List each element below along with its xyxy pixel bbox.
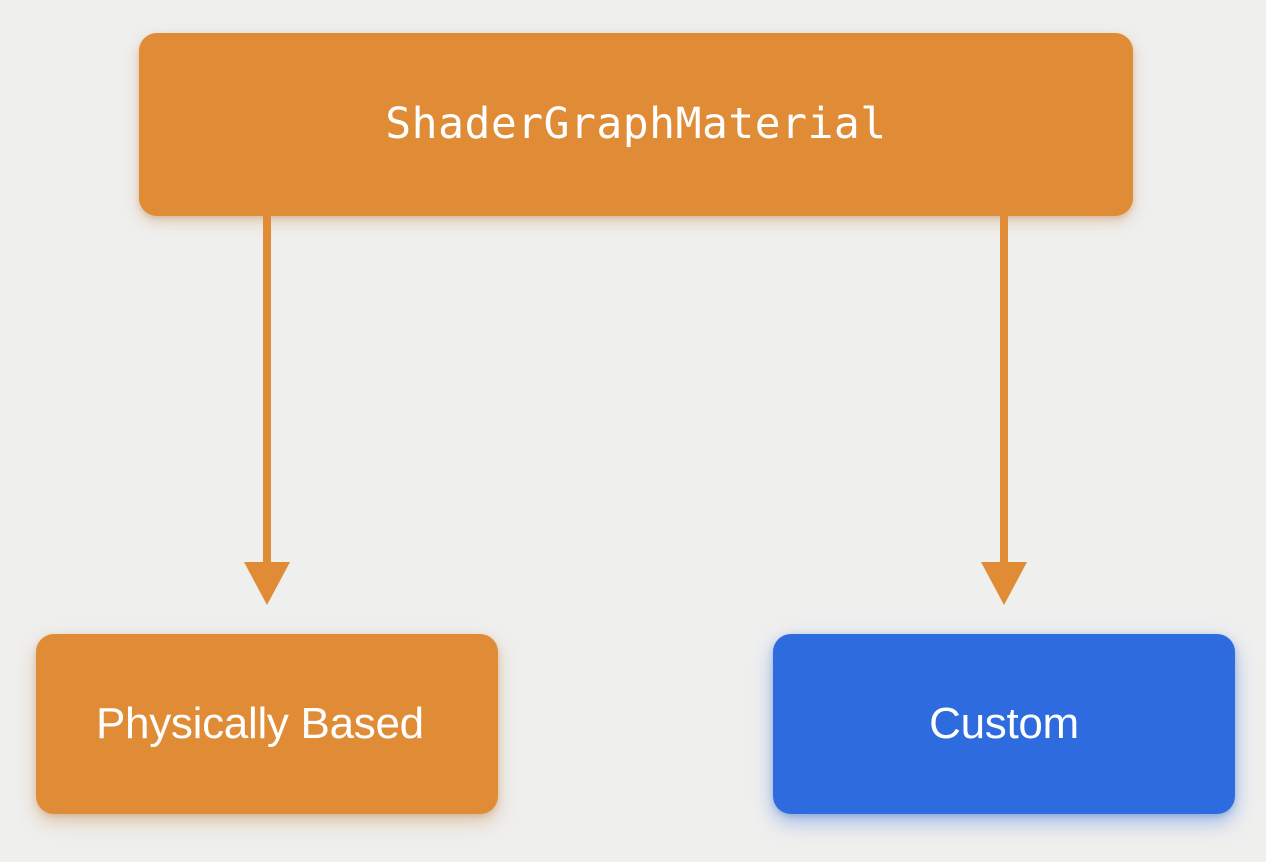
edge-root-to-physically-based <box>244 210 290 605</box>
node-physically-based-label: Physically Based <box>96 699 424 748</box>
edge-root-to-custom <box>981 210 1027 605</box>
node-shadergraphmaterial[interactable]: ShaderGraphMaterial <box>139 33 1133 216</box>
node-shadergraphmaterial-label: ShaderGraphMaterial <box>385 99 887 149</box>
arrowhead-icon <box>981 562 1027 605</box>
node-physically-based[interactable]: Physically Based <box>36 634 498 814</box>
arrowhead-icon <box>244 562 290 605</box>
node-custom[interactable]: Custom <box>773 634 1235 814</box>
node-custom-label: Custom <box>929 699 1079 748</box>
